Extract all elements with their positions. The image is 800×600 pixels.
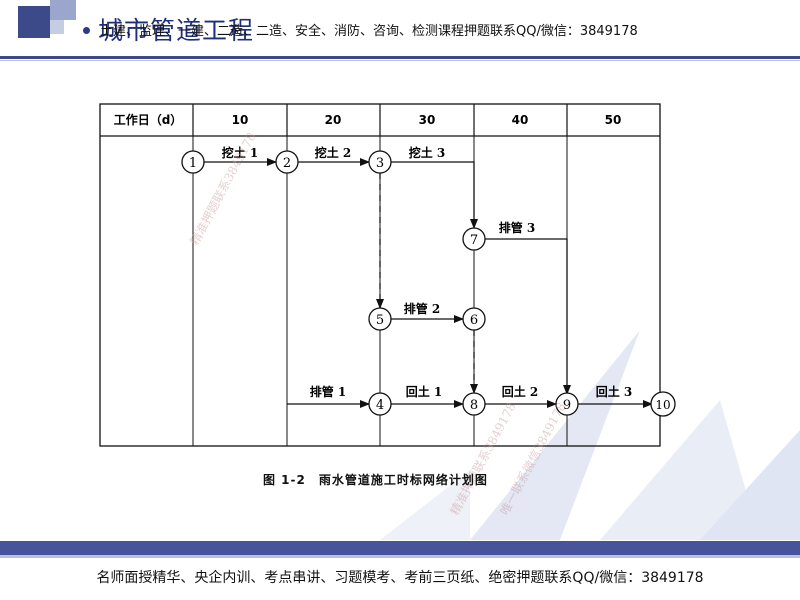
node-1: 1 (181, 150, 205, 174)
node-6: 6 (462, 307, 486, 331)
activity-label: 排管 2 (404, 301, 441, 316)
header-rule (0, 56, 800, 59)
time-scale-label: 10 (232, 113, 249, 127)
activity-label: 排管 1 (310, 384, 347, 399)
node-5: 5 (368, 307, 392, 331)
node-2: 2 (275, 150, 299, 174)
time-scale-label: 20 (325, 113, 342, 127)
node-label: 7 (470, 233, 478, 248)
activity-arrow (485, 238, 571, 395)
node-3: 3 (368, 150, 392, 174)
activity-label: 排管 3 (499, 220, 536, 235)
title-bullet (83, 27, 90, 34)
node-label: 1 (189, 156, 197, 171)
time-scale-label: 50 (605, 113, 622, 127)
node-label: 8 (470, 398, 478, 413)
node-label: 4 (376, 398, 384, 413)
activity-label: 挖土 1 (222, 145, 259, 160)
logo-square (18, 6, 50, 38)
node-9: 9 (555, 392, 579, 416)
logo-square (50, 20, 64, 34)
header-rule (0, 60, 800, 61)
activity-arrow (391, 161, 478, 229)
table-header: 工作日（d） (114, 112, 183, 127)
node-10: 10 (650, 391, 676, 417)
node-8: 8 (462, 392, 486, 416)
footer-text: 名师面授精华、央企内训、考点串讲、习题模考、考前三页纸、绝密押题联系QQ/微信：… (96, 570, 704, 586)
footer-band (0, 555, 800, 558)
slide-title: 城市管道工程 (98, 16, 255, 45)
node-label: 6 (470, 313, 478, 328)
node-label: 9 (563, 398, 571, 413)
banner-text: 土建、监理、一建、二造、二造、安全、消防、咨询、检测课程押题联系QQ/微信：38… (100, 24, 638, 39)
figure-caption: 图 1-2 雨水管道施工时标网络计划图 (263, 473, 488, 487)
logo-square (50, 0, 76, 20)
activity-label: 回土 2 (502, 384, 539, 399)
node-label: 2 (283, 156, 291, 171)
activity-label: 挖土 3 (409, 145, 446, 160)
node-4: 4 (368, 392, 392, 416)
activity-label: 回土 3 (596, 384, 633, 399)
time-scale-label: 30 (419, 113, 436, 127)
time-scale-label: 40 (512, 113, 529, 127)
activity-label: 挖土 2 (315, 145, 352, 160)
node-label: 10 (655, 398, 670, 412)
node-7: 7 (462, 227, 486, 251)
footer-band (0, 541, 800, 555)
node-label: 5 (376, 313, 384, 328)
node-label: 3 (376, 156, 384, 171)
activity-label: 回土 1 (406, 384, 443, 399)
